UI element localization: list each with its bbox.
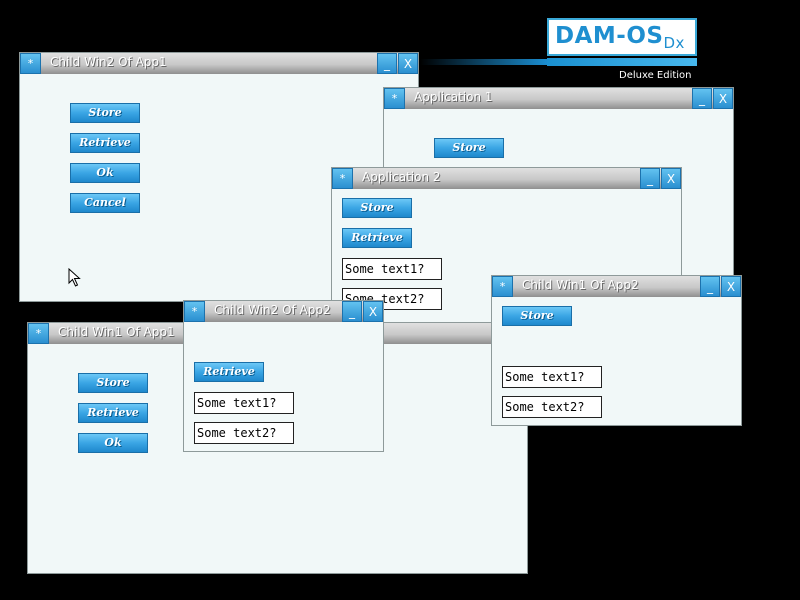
titlebar[interactable]: * Child Win2 Of App1 _ X [20, 53, 418, 74]
minimize-icon[interactable]: _ [342, 301, 362, 322]
close-icon[interactable]: X [398, 53, 418, 74]
window-child-win1-app2[interactable]: * Child Win1 Of App2 _ X Store Some text… [491, 275, 742, 426]
store-button[interactable]: Store [78, 373, 148, 393]
store-button[interactable]: Store [434, 138, 504, 158]
titlebar[interactable]: * Application 1 _ X [384, 88, 733, 109]
window-title: Child Win1 Of App2 [522, 278, 639, 292]
window-title: Application 2 [362, 170, 441, 184]
window-title: Application 1 [414, 90, 493, 104]
os-logo: DAM-OSDx [547, 18, 697, 56]
logo-main: DAM-OS [555, 23, 664, 49]
text-field-2[interactable]: Some text2? [502, 396, 602, 418]
titlebar[interactable]: * Child Win1 Of App2 _ X [492, 276, 741, 297]
logo-underline-fade [420, 59, 547, 65]
minimize-icon[interactable]: _ [640, 168, 660, 189]
logo-underline [547, 58, 697, 66]
close-icon[interactable]: X [363, 301, 383, 322]
window-menu-icon[interactable]: * [184, 301, 205, 322]
retrieve-button[interactable]: Retrieve [194, 362, 264, 382]
ok-button[interactable]: Ok [78, 433, 148, 453]
window-menu-icon[interactable]: * [28, 323, 49, 344]
retrieve-button[interactable]: Retrieve [78, 403, 148, 423]
mouse-pointer-icon [68, 268, 81, 287]
window-title: Child Win2 Of App1 [50, 55, 167, 69]
store-button[interactable]: Store [342, 198, 412, 218]
titlebar[interactable]: * Application 2 _ X [332, 168, 681, 189]
minimize-icon[interactable]: _ [377, 53, 397, 74]
window-menu-icon[interactable]: * [492, 276, 513, 297]
edition-label: Deluxe Edition [619, 70, 692, 81]
store-button[interactable]: Store [502, 306, 572, 326]
titlebar[interactable]: * Child Win2 Of App2 _ X [184, 301, 383, 322]
window-title: Child Win2 Of App2 [214, 303, 331, 317]
logo-text: DAM-OSDx [555, 23, 685, 52]
close-icon[interactable]: X [713, 88, 733, 109]
window-menu-icon[interactable]: * [20, 53, 41, 74]
logo-sub: Dx [663, 34, 685, 52]
ok-button[interactable]: Ok [70, 163, 140, 183]
text-field-1[interactable]: Some text1? [342, 258, 442, 280]
close-icon[interactable]: X [721, 276, 741, 297]
minimize-icon[interactable]: _ [692, 88, 712, 109]
text-field-2[interactable]: Some text2? [194, 422, 294, 444]
window-child-win2-app2[interactable]: * Child Win2 Of App2 _ X Retrieve Some t… [183, 300, 384, 452]
text-field-1[interactable]: Some text1? [502, 366, 602, 388]
window-title: Child Win1 Of App1 [58, 325, 175, 339]
store-button[interactable]: Store [70, 103, 140, 123]
window-menu-icon[interactable]: * [384, 88, 405, 109]
retrieve-button[interactable]: Retrieve [70, 133, 140, 153]
cancel-button[interactable]: Cancel [70, 193, 140, 213]
close-icon[interactable]: X [661, 168, 681, 189]
text-field-1[interactable]: Some text1? [194, 392, 294, 414]
retrieve-button[interactable]: Retrieve [342, 228, 412, 248]
minimize-icon[interactable]: _ [700, 276, 720, 297]
window-menu-icon[interactable]: * [332, 168, 353, 189]
